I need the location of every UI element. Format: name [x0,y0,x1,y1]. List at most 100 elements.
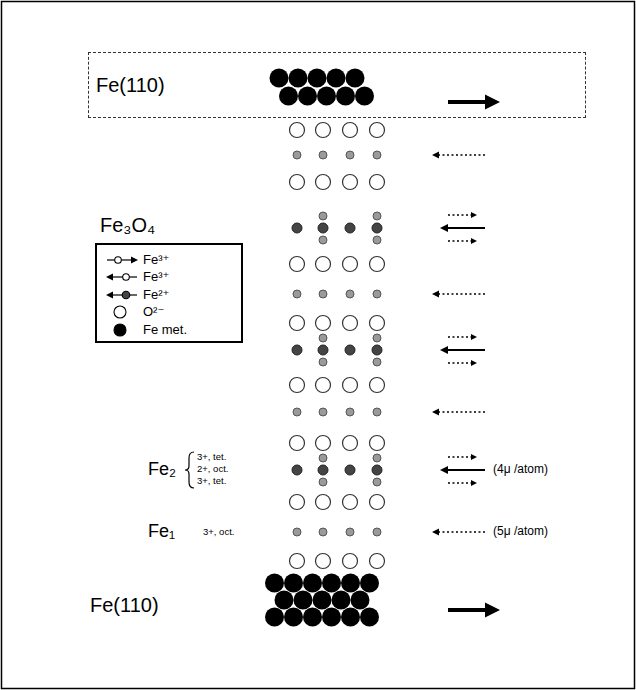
oxygen-ion [290,495,305,510]
fe-metal-atom [303,608,322,627]
fe2-ion [345,223,355,233]
oxygen-ion [343,495,358,510]
legend-arrow-head [106,291,113,298]
fe1-moment [432,529,485,536]
substrate-box: Fe(110) [88,52,586,118]
fe-metal-atom [275,591,294,610]
fe3-ion [373,408,381,416]
oxygen-ion [290,554,305,569]
legend-row: Fe³⁺ [105,251,187,269]
fe2-ion [372,223,382,233]
oxygen-ion [290,123,305,138]
oxygen-ion [290,316,305,331]
legend-arrow-head [131,256,138,263]
oxygen-ion [316,495,331,510]
oxygen-ion [290,378,305,393]
fe-metal-atom [317,87,336,106]
fe2-oct-moment [440,466,485,474]
site-label: 2+, oct. [197,464,228,474]
oxygen-ion [370,316,385,331]
arrow-shaft [437,411,485,413]
site-label: 3+, tet. [197,452,226,462]
arrow-head [440,346,448,354]
arrow-head [432,409,439,416]
fe3-ion [319,408,327,416]
fe-metal-atom [303,574,322,593]
oxygen-ion [316,554,331,569]
moment-value: (5μ /atom) [493,525,548,538]
fe3-ion [373,334,381,342]
moment-value: (4μ /atom) [493,463,548,476]
oxygen-ion [370,257,385,272]
arrow-shaft [446,349,485,351]
fe3-ion [293,290,301,298]
fe2-tet-moment [448,480,477,486]
fe3-ion [373,236,381,244]
oxygen-sample [114,306,126,318]
fe1-moment [432,291,485,298]
oxygen-ion [290,436,305,451]
arrow-shaft [448,456,473,458]
layer-label: Fe(110) [90,594,159,616]
legend-list: Fe³⁺Fe³⁺Fe²⁺O²⁻Fe met. [105,251,187,339]
arrow-shaft [446,469,485,471]
fe3-ion [319,334,327,342]
oxygen-ion [316,378,331,393]
legend-text: Fe³⁺ [143,270,169,284]
legend-symbol [105,253,139,267]
fe2-tet-moment [448,454,477,460]
fe-metal-atom [265,574,284,593]
legend-symbol [105,305,139,319]
fe-metal-atom [265,608,284,627]
fe2-ion [372,465,382,475]
fe2-tet-moment [448,334,477,340]
oxygen-ion [370,123,385,138]
legend-arrow-head [106,274,113,281]
fe2-ion [345,465,355,475]
arrow-head [471,454,477,460]
fe-metal-sample [114,324,126,336]
arrow-head [485,603,500,618]
oxygen-ion [343,436,358,451]
oxygen-ion [316,175,331,190]
arrow-shaft [448,362,473,364]
fe-metal-atom [270,69,289,88]
legend-row: O²⁻ [105,304,187,322]
arrow-head [471,212,477,218]
fe2-ion [292,223,302,233]
arrow-head [432,529,439,536]
fe3-ion [373,478,381,486]
fe2-ion [345,345,355,355]
arrow-head [471,480,477,486]
arrow-head [471,334,477,340]
arrow-shaft [446,227,485,229]
fe1-moment [432,409,485,416]
fe3-ion [293,528,301,536]
legend-row: Fe²⁺ [105,286,187,304]
fe-metal-atom [355,87,374,106]
fe2-tet-moment [448,212,477,218]
legend-row: Fe³⁺ [105,269,187,287]
fe3-ion [373,151,381,159]
layer-label: Fe(110) [96,74,165,96]
arrow-head [440,466,448,474]
fe2-ion [372,345,382,355]
arrow-head [471,360,477,366]
fe3-ion-sample [123,274,130,281]
legend-text: O²⁻ [143,305,164,319]
fe2-tet-moment [448,360,477,366]
fe3-ion [319,528,327,536]
arrow-shaft [437,531,485,533]
oxygen-ion [316,123,331,138]
site-label: 3+, tet. [197,476,226,486]
fe2-oct-moment [440,346,485,354]
substrate-moment [448,95,500,110]
layer-label: Fe₂ [148,460,176,480]
oxygen-ion [370,495,385,510]
fe3-ion [346,528,354,536]
fe-metal-atom [360,608,379,627]
legend-symbol [105,270,139,284]
fe3-ion [373,454,381,462]
